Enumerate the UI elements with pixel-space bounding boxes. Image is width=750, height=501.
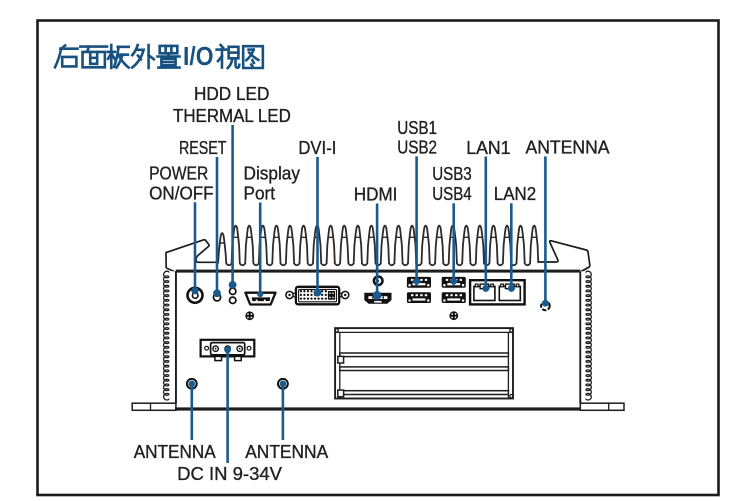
- svg-text:HDMI: HDMI: [354, 184, 398, 205]
- svg-text:ON/OFF: ON/OFF: [149, 182, 214, 203]
- svg-text:ANTENNA: ANTENNA: [245, 441, 329, 462]
- svg-text:POWER: POWER: [149, 163, 208, 184]
- svg-text:ANTENNA: ANTENNA: [134, 441, 217, 462]
- svg-text:LAN1: LAN1: [466, 137, 510, 158]
- svg-text:USB3: USB3: [432, 163, 472, 184]
- svg-text:I/O: I/O: [183, 41, 214, 71]
- svg-text:RESET: RESET: [179, 137, 227, 158]
- svg-text:USB4: USB4: [432, 183, 472, 204]
- svg-text:Port: Port: [244, 183, 276, 204]
- svg-text:THERMAL LED: THERMAL LED: [173, 105, 291, 126]
- svg-text:Display: Display: [244, 163, 301, 184]
- svg-text:USB2: USB2: [397, 136, 437, 157]
- svg-text:LAN2: LAN2: [494, 183, 536, 204]
- svg-text:ANTENNA: ANTENNA: [526, 136, 611, 157]
- svg-text:DVI-I: DVI-I: [298, 137, 336, 158]
- svg-text:DC IN 9-34V: DC IN 9-34V: [177, 463, 283, 484]
- svg-text:USB1: USB1: [397, 117, 437, 138]
- svg-text:HDD LED: HDD LED: [194, 83, 269, 104]
